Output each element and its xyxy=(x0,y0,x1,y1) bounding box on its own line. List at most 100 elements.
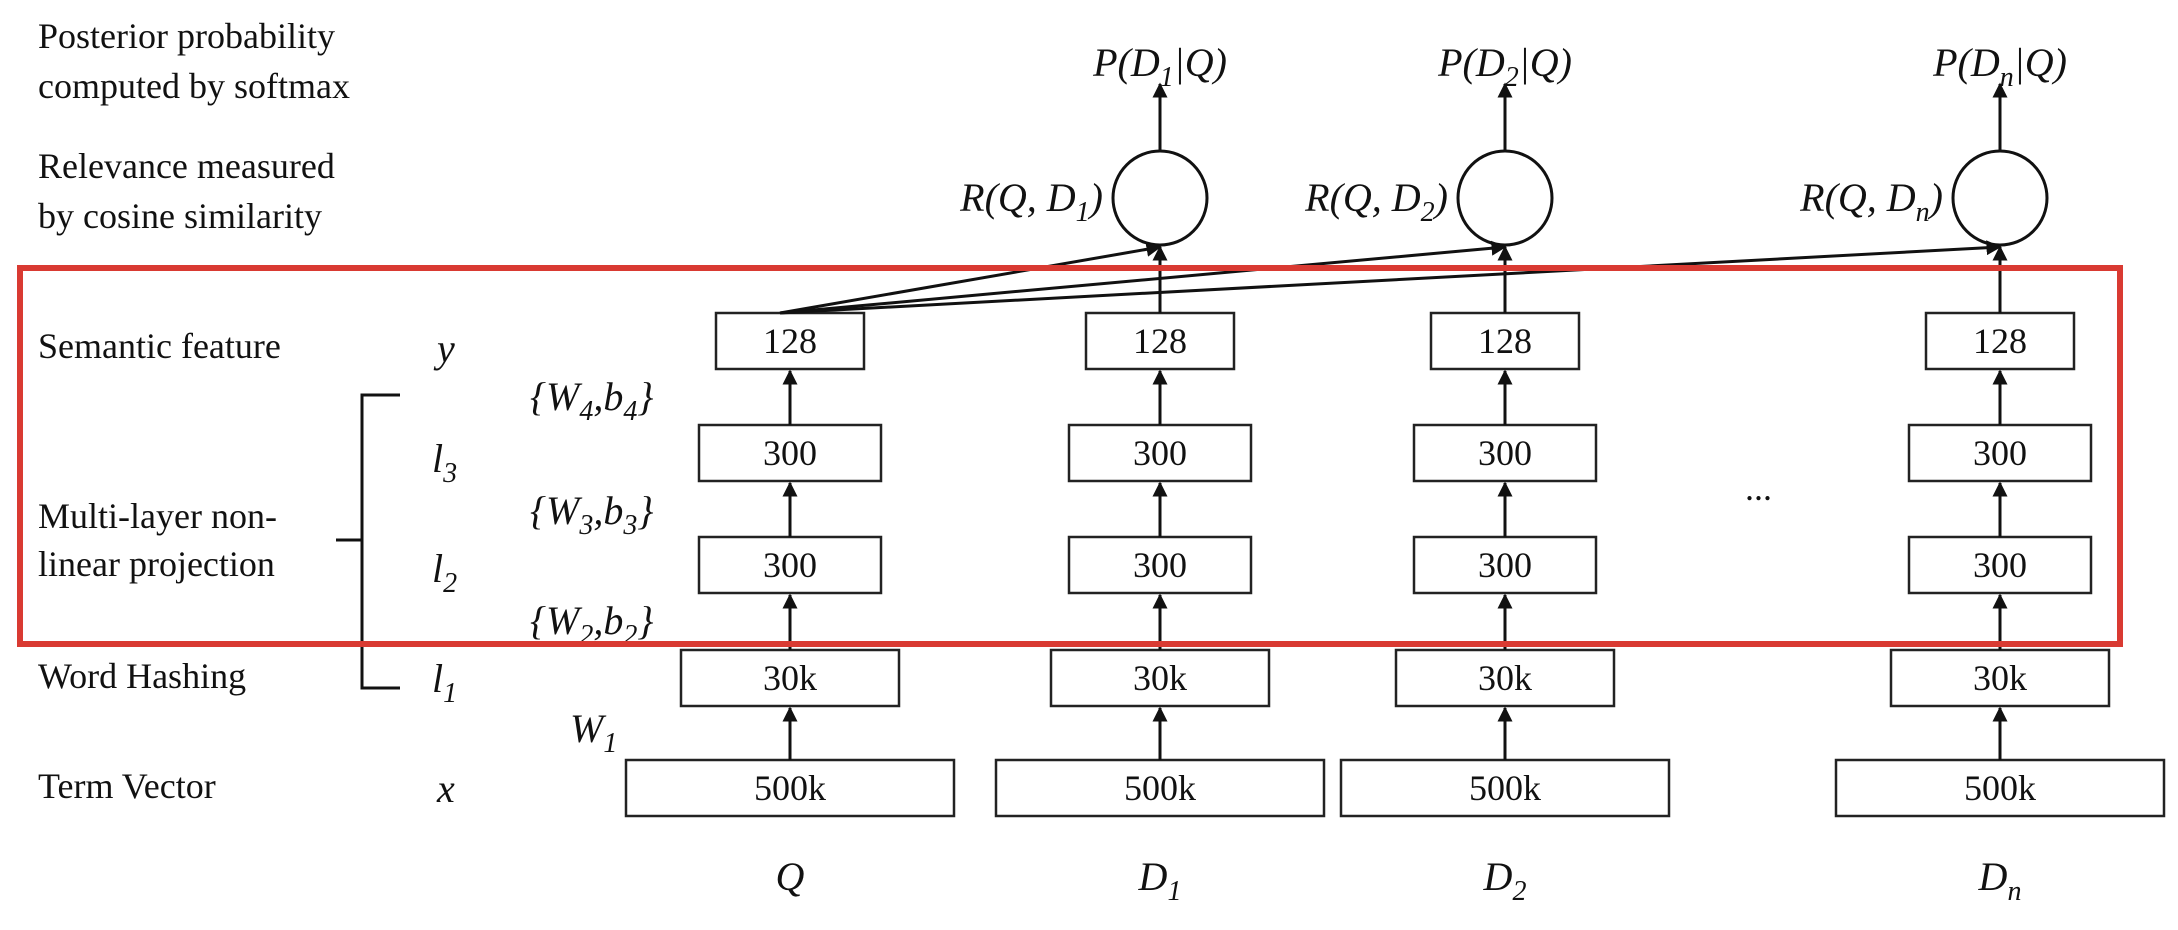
posterior-close: |Q) xyxy=(1174,40,1227,85)
w2-letter: W xyxy=(546,598,583,643)
layer-size-label: 30k xyxy=(763,658,817,698)
layer-box xyxy=(624,758,956,818)
layer-box xyxy=(1429,311,1581,371)
layer-box xyxy=(1049,648,1271,708)
relevance-main: R(Q, D xyxy=(959,175,1076,220)
w3-sub: 3 xyxy=(578,510,593,541)
w4-close: } xyxy=(637,374,653,419)
layer-box xyxy=(1084,311,1236,371)
l2-base: l xyxy=(432,546,443,591)
relevance-label-line1: Relevance measured xyxy=(38,146,335,186)
word-hashing-label: Word Hashing xyxy=(38,656,246,696)
ellipsis: ... xyxy=(1745,468,1772,508)
column-label-base: Q xyxy=(776,854,805,899)
relevance-score-label: R(Q, D1) xyxy=(959,175,1103,228)
w3-comma-b: ,b xyxy=(593,488,623,533)
layer-size-label: 128 xyxy=(1973,321,2027,361)
column-label-sub: 2 xyxy=(1512,876,1526,907)
layer-box xyxy=(1924,311,2076,371)
relevance-sub: n xyxy=(1916,197,1930,228)
layer-box xyxy=(1412,423,1598,483)
w2-close: } xyxy=(637,598,653,643)
column-label: D1 xyxy=(1138,854,1182,907)
w1-sub: 1 xyxy=(603,728,617,759)
posterior-label: P(Dn|Q) xyxy=(1932,40,2067,93)
layer-size-label: 300 xyxy=(1133,433,1187,473)
layer-size-label: 300 xyxy=(763,433,817,473)
layer-box xyxy=(1907,423,2093,483)
layer-symbol-y: y xyxy=(433,326,455,371)
layer-size-label: 500k xyxy=(754,768,826,808)
layer-box xyxy=(1412,535,1598,595)
column-label: D2 xyxy=(1483,854,1527,907)
layer-box xyxy=(1394,648,1616,708)
tower-columns: 12830030030k500kQ12830030030k500kD1R(Q, … xyxy=(624,40,2166,907)
layer-symbol-x: x xyxy=(436,766,455,811)
w2-comma-b: ,b xyxy=(593,598,623,643)
posterior-main: P(D xyxy=(1932,40,2000,85)
layer-size-label: 30k xyxy=(1478,658,1532,698)
cosine-node xyxy=(1456,149,1554,247)
posterior-sub: 1 xyxy=(1160,62,1174,93)
layer-box xyxy=(1834,758,2166,818)
layer-size-label: 300 xyxy=(1973,433,2027,473)
cosine-node xyxy=(1111,149,1209,247)
w4-comma-b: ,b xyxy=(593,374,623,419)
layer-box xyxy=(1067,423,1253,483)
l1-base: l xyxy=(432,656,443,701)
layer-box xyxy=(714,311,866,371)
b3-sub: 3 xyxy=(622,510,637,541)
relevance-close: ) xyxy=(1433,175,1448,220)
multilayer-label-line2: linear projection xyxy=(38,544,275,584)
relevance-sub: 1 xyxy=(1076,197,1090,228)
layer-box xyxy=(679,648,901,708)
posterior-main: P(D xyxy=(1092,40,1160,85)
column-label-base: D xyxy=(1138,854,1168,899)
semantic-feature-label: Semantic feature xyxy=(38,326,281,366)
w4-letter: W xyxy=(546,374,583,419)
relevance-main: R(Q, D xyxy=(1304,175,1421,220)
relevance-score-label: R(Q, D2) xyxy=(1304,175,1448,228)
query-to-cosine-link xyxy=(779,240,2002,315)
posterior-label-line1: Posterior probability xyxy=(38,16,335,56)
relevance-sub: 2 xyxy=(1421,197,1435,228)
posterior-sub: n xyxy=(2000,62,2014,93)
term-vector-label: Term Vector xyxy=(38,766,216,806)
layer-size-label: 300 xyxy=(1973,545,2027,585)
posterior-close: |Q) xyxy=(2014,40,2067,85)
l1-sub: 1 xyxy=(443,678,457,709)
w4-sub: 4 xyxy=(579,396,593,427)
posterior-label: P(D1|Q) xyxy=(1092,40,1227,93)
layer-size-label: 500k xyxy=(1124,768,1196,808)
b4-sub: 4 xyxy=(623,396,637,427)
cross-links xyxy=(779,240,2002,315)
query-to-cosine-link xyxy=(779,240,1507,315)
weight-w3b3: {W3,b3} xyxy=(530,488,653,541)
l2-sub: 2 xyxy=(443,568,457,599)
column-label: Dn xyxy=(1978,854,2022,907)
column-label-base: D xyxy=(1978,854,2008,899)
posterior-sub: 2 xyxy=(1505,62,1519,93)
posterior-close: |Q) xyxy=(1519,40,1572,85)
layer-size-label: 128 xyxy=(1478,321,1532,361)
posterior-label-line2: computed by softmax xyxy=(38,66,350,106)
layer-symbol-l2: l2 xyxy=(432,546,457,599)
column-label: Q xyxy=(776,854,805,899)
relevance-close: ) xyxy=(1088,175,1103,220)
relevance-close: ) xyxy=(1928,175,1943,220)
multilayer-label-line1: Multi-layer non- xyxy=(38,496,277,536)
l3-sub: 3 xyxy=(442,458,457,489)
w3-close: } xyxy=(637,488,653,533)
layer-size-label: 30k xyxy=(1133,658,1187,698)
query-to-cosine-link xyxy=(779,241,1162,315)
posterior-label: P(D2|Q) xyxy=(1437,40,1572,93)
layer-size-label: 128 xyxy=(763,321,817,361)
posterior-main: P(D xyxy=(1437,40,1505,85)
relevance-main: R(Q, D xyxy=(1799,175,1916,220)
layer-box xyxy=(994,758,1326,818)
layer-size-label: 300 xyxy=(763,545,817,585)
layer-size-label: 300 xyxy=(1133,545,1187,585)
